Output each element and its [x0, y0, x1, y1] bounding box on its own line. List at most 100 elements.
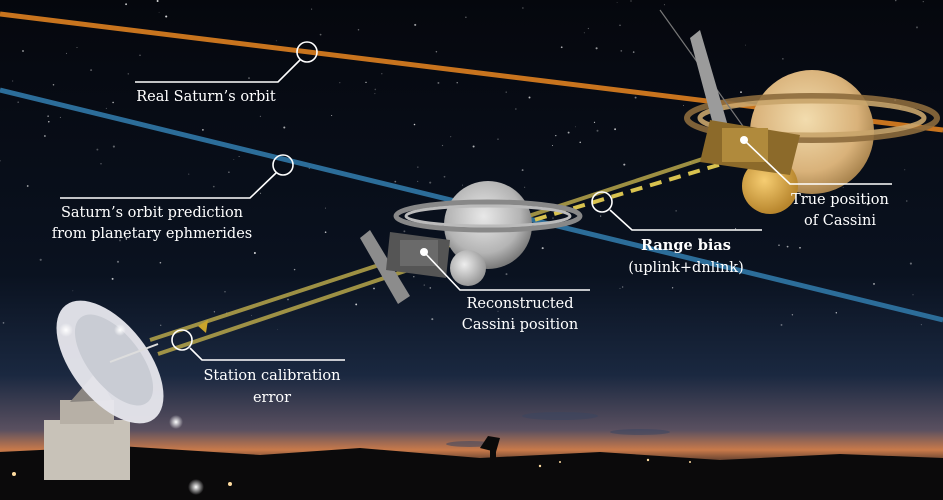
callout-reconstructed — [423, 251, 590, 291]
star — [165, 15, 168, 18]
star — [17, 101, 20, 104]
star — [778, 244, 780, 246]
ground-silhouette — [0, 446, 943, 500]
star — [497, 138, 499, 140]
downlink-beam — [157, 264, 421, 356]
ground-lights — [12, 458, 691, 486]
label-station-2: error — [253, 390, 291, 406]
star — [156, 0, 159, 2]
star — [873, 282, 875, 285]
star — [26, 185, 29, 187]
star — [462, 184, 463, 186]
callout-predicted-orbit — [60, 154, 294, 199]
star — [275, 40, 277, 42]
label-range-bias-sub: (uplink+dnlink) — [628, 260, 744, 276]
star — [357, 29, 360, 31]
range-bias-dashed — [419, 158, 736, 256]
star — [587, 27, 590, 30]
star — [308, 167, 310, 169]
distant-antenna-icon — [480, 436, 500, 458]
star — [260, 192, 262, 194]
label-real-orbit: Real Saturn’s orbit — [136, 89, 276, 105]
star — [127, 73, 130, 75]
star — [413, 275, 415, 278]
reconstructed-cassini-icon — [360, 230, 450, 304]
star — [505, 273, 508, 276]
star — [505, 91, 507, 93]
star — [450, 136, 452, 138]
label-predicted-orbit-2: from planetary ephmerides — [52, 226, 252, 242]
label-range-bias-title: Range bias — [641, 237, 731, 254]
star — [66, 52, 67, 54]
star — [287, 298, 289, 301]
label-true-position-2: of Cassini — [804, 213, 876, 229]
star — [228, 171, 230, 173]
star — [319, 33, 322, 36]
star — [866, 203, 869, 206]
star — [48, 121, 50, 123]
star — [2, 322, 5, 324]
star — [616, 2, 618, 3]
star — [675, 210, 677, 212]
antenna-dish-icon — [44, 300, 204, 495]
star — [567, 131, 570, 134]
star — [116, 260, 120, 263]
star — [683, 105, 685, 107]
star — [111, 277, 114, 280]
star — [403, 230, 406, 233]
star — [912, 294, 914, 296]
star — [22, 50, 24, 52]
star — [441, 144, 444, 147]
star — [373, 287, 375, 290]
star — [423, 284, 426, 286]
star — [355, 303, 358, 306]
star — [786, 245, 789, 248]
star — [780, 323, 783, 326]
star — [552, 217, 554, 219]
star — [188, 173, 190, 175]
star — [614, 128, 617, 131]
cassini-spacecraft-icon — [659, 9, 800, 175]
star — [251, 315, 252, 316]
star — [431, 318, 434, 321]
label-predicted-orbit-1: Saturn’s orbit prediction — [61, 205, 243, 221]
star — [277, 329, 279, 330]
star — [600, 215, 602, 217]
star — [112, 145, 115, 148]
star — [429, 181, 432, 184]
star — [560, 46, 563, 49]
star — [619, 287, 621, 289]
star — [414, 23, 417, 26]
star — [513, 325, 515, 328]
star — [76, 47, 78, 48]
star — [437, 81, 440, 84]
label-true-position-1: True position — [791, 192, 889, 208]
star — [515, 108, 517, 110]
star — [374, 88, 377, 91]
star — [213, 311, 216, 313]
star — [456, 82, 458, 84]
star — [630, 0, 632, 2]
reconstructed-moon-icon — [450, 250, 486, 286]
star — [259, 115, 262, 118]
star — [551, 145, 553, 147]
star — [238, 156, 240, 157]
star — [634, 96, 637, 99]
star — [112, 101, 114, 104]
star — [528, 96, 531, 99]
star — [920, 324, 922, 326]
label-reconstructed-1: Reconstructed — [466, 296, 573, 312]
star — [248, 77, 250, 80]
star — [524, 186, 526, 188]
star — [202, 129, 204, 131]
star — [740, 91, 742, 93]
star — [922, 1, 924, 3]
star — [172, 216, 174, 218]
star — [381, 73, 383, 75]
star — [72, 290, 74, 292]
star — [44, 135, 46, 137]
star — [574, 126, 576, 128]
star — [663, 4, 665, 6]
